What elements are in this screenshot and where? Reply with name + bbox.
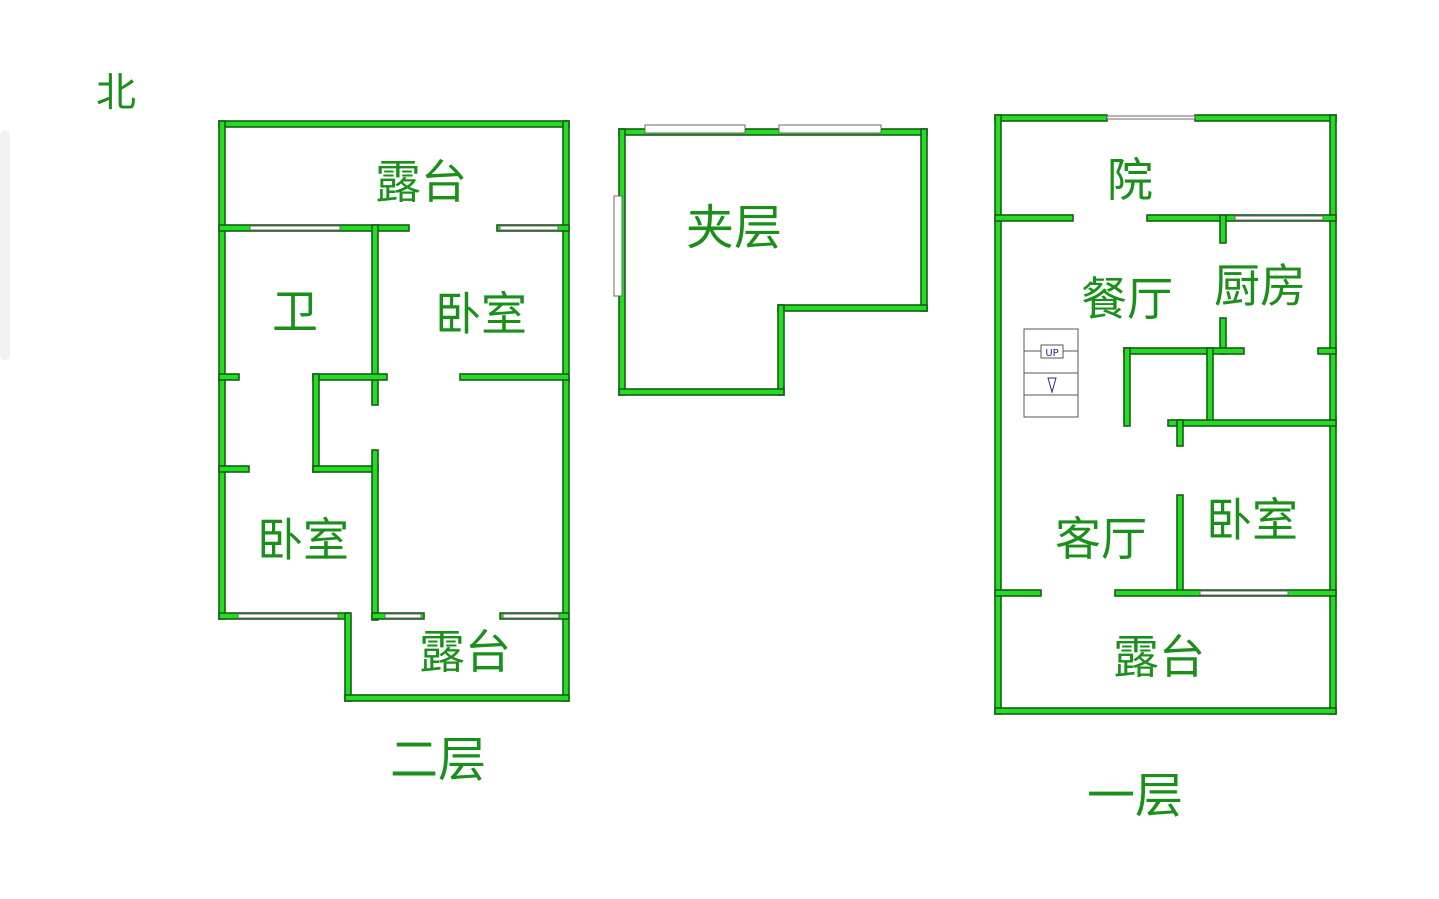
wall — [218, 120, 570, 128]
wall — [777, 304, 785, 396]
room-yard: 院 — [1107, 153, 1153, 207]
window — [613, 195, 623, 297]
room-terrace: 露台 — [1113, 630, 1205, 684]
wall — [344, 694, 570, 702]
room-bedroom: 卧室 — [1206, 493, 1298, 547]
wall — [371, 224, 379, 406]
wall — [1219, 214, 1227, 244]
wall — [1176, 419, 1184, 447]
window — [249, 225, 341, 231]
room-living: 客厅 — [1055, 512, 1147, 566]
room-terrace-south: 露台 — [419, 625, 511, 679]
staircase: UP — [1023, 328, 1079, 418]
room-bedroom-ne: 卧室 — [435, 287, 527, 341]
window — [644, 124, 746, 134]
wall — [312, 373, 320, 473]
wall — [1176, 494, 1184, 596]
wall — [459, 373, 570, 381]
window — [237, 613, 339, 619]
wall — [618, 388, 785, 396]
wall — [1206, 347, 1214, 425]
wall — [994, 707, 1337, 715]
wall — [994, 214, 1074, 222]
room-mezzanine: 夹层 — [686, 200, 782, 256]
window — [502, 613, 560, 619]
mezzanine-plan: 夹层 — [613, 124, 928, 396]
window — [384, 613, 422, 619]
wall — [777, 304, 928, 312]
wall — [1123, 347, 1131, 427]
wall — [994, 114, 1108, 122]
stair-up-label: UP — [1045, 348, 1058, 359]
wall — [371, 449, 379, 621]
wall — [1123, 347, 1245, 355]
window — [499, 225, 559, 231]
wall — [218, 465, 250, 473]
wall — [920, 128, 928, 312]
north-marker: 北 — [96, 70, 136, 116]
wall — [1329, 114, 1337, 715]
floor2-caption: 二层 — [390, 732, 486, 788]
wall — [218, 373, 240, 381]
stair-arrow-icon — [1047, 377, 1057, 394]
window — [778, 124, 882, 134]
wall — [1194, 114, 1337, 122]
wall — [312, 465, 379, 473]
floor1-plan: UP 院 餐厅 厨房 客厅 卧室 露台 — [994, 114, 1337, 715]
wall — [994, 589, 1042, 597]
room-bedroom-sw: 卧室 — [257, 513, 349, 567]
wall — [218, 120, 226, 620]
room-terrace-north: 露台 — [375, 155, 467, 209]
window — [1199, 590, 1289, 596]
floor2-plan: 露台 卫 卧室 卧室 露台 — [218, 120, 570, 702]
floor1-caption: 一层 — [1087, 768, 1183, 824]
wall — [344, 612, 352, 702]
wall — [1167, 419, 1337, 427]
wall — [1317, 347, 1337, 355]
wall — [312, 373, 388, 381]
room-kitchen: 厨房 — [1214, 259, 1306, 313]
room-dining: 餐厅 — [1081, 272, 1173, 326]
room-bathroom: 卫 — [272, 285, 318, 339]
window — [1234, 215, 1324, 221]
edge-artifact — [0, 130, 10, 360]
wall — [994, 114, 1002, 715]
window — [1106, 115, 1196, 120]
